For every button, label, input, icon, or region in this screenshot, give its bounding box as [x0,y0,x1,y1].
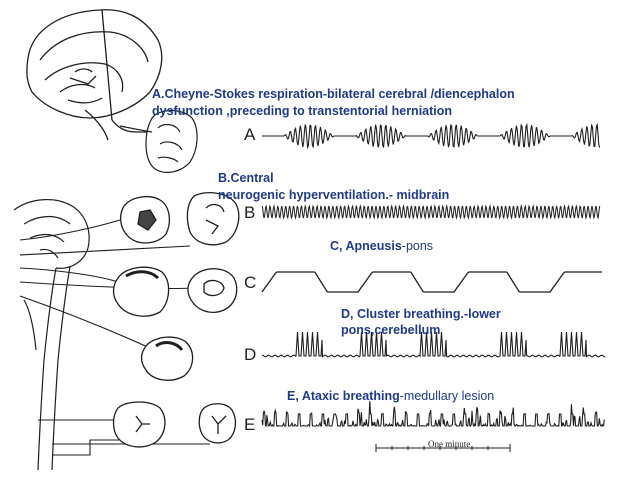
row-label-b: B [244,203,255,222]
caption-d-line1: D, Cluster breathing.-lower [341,307,501,321]
trace-a-cheyne-stokes [262,122,601,150]
brain-sagittal-drawing [26,9,163,141]
row-label-c: C [244,273,256,292]
trace-c-apneusis [261,271,602,293]
brain-cross-sections [112,192,240,448]
caption-b-line1: B.Central [218,171,274,185]
caption-a-line2: dysfunction ,preceding to transtentorial… [152,104,453,118]
caption-c: C, Apneusis-pons [330,239,434,253]
row-label-e: E [244,415,255,434]
time-scale-label: One minute [428,439,470,449]
cerebellum-section-drawing [119,109,198,173]
time-scale-bar [375,444,511,452]
caption-e: E, Ataxic breathing-medullary lesion [287,389,495,403]
caption-a-line1: A.Cheyne-Stokes respiration-bilateral ce… [152,87,515,101]
caption-b-line2: neurogenic hyperventilation.- midbrain [218,188,450,202]
trace-b-hyperventilation [261,204,601,220]
brainstem-drawing [13,199,90,471]
caption-d-line2: pons,cerebellum [341,323,441,337]
row-label-a: A [244,125,256,144]
row-label-d: D [244,345,256,364]
trace-d-cluster-breathing [262,331,605,358]
trace-e-ataxic-breathing [261,401,605,428]
